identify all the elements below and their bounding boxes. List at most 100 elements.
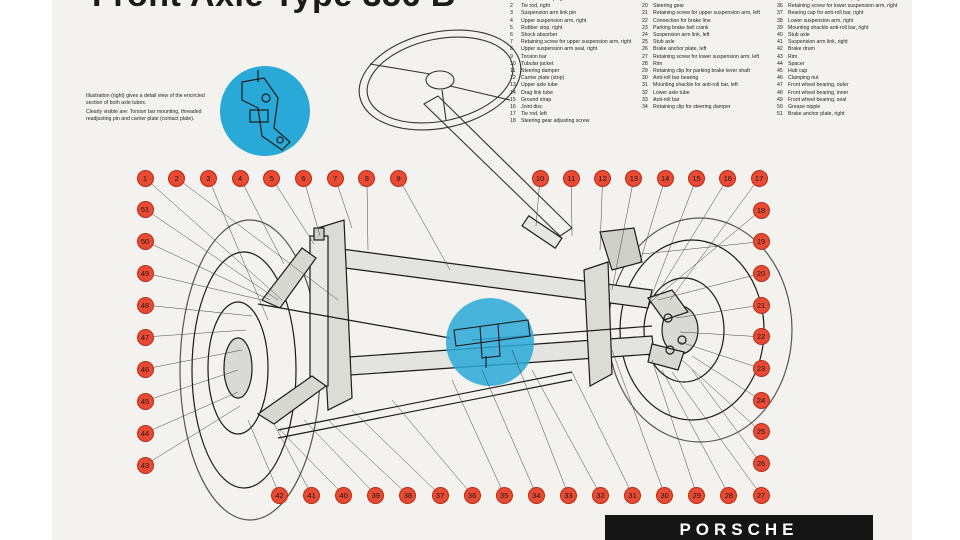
caption-line-2: Clearly visible are: Torsion bar mountin…	[86, 109, 202, 122]
legend-number: 15	[510, 96, 516, 103]
legend-number: 16	[510, 104, 516, 111]
legend-item: 16 Joint disc	[510, 104, 650, 111]
leader-line-6	[303, 177, 321, 237]
callout-44: 44	[136, 424, 154, 442]
leader-line-43	[144, 405, 241, 466]
leader-line-26	[691, 369, 762, 464]
legend-text: Joint disc	[521, 104, 543, 111]
callout-27: 27	[752, 486, 770, 504]
callout-7: 7	[326, 169, 344, 187]
legend-item: 25 Stub axle	[642, 39, 782, 46]
legend-number: 25	[642, 39, 648, 46]
leader-line-37	[351, 409, 441, 496]
legend-item: 23 Parking brake bell crank	[642, 25, 782, 32]
callout-14: 14	[656, 169, 674, 187]
legend-text: Stub axle	[653, 39, 675, 46]
callout-28: 28	[720, 486, 738, 504]
legend-number: 10	[510, 60, 516, 67]
legend-number: 18	[510, 118, 516, 125]
legend-number: 41	[777, 39, 783, 46]
callout-15: 15	[688, 169, 705, 187]
callout-39: 39	[367, 486, 385, 504]
detail-caption: Illustration (right) gives a detail view…	[86, 93, 222, 125]
legend-text: Parking brake bell crank	[653, 24, 709, 31]
callout-45: 45	[136, 392, 154, 410]
leader-line-32	[531, 369, 601, 496]
legend-item: 41 Suspension arm link, right	[777, 39, 912, 46]
legend-text: Retaining screw for lower suspension arm…	[788, 3, 898, 10]
legend-number: 8	[510, 46, 513, 53]
leader-line-38	[327, 419, 409, 496]
legend-number: 2	[510, 3, 513, 10]
leader-line-39	[303, 419, 376, 496]
legend-number: 42	[777, 46, 783, 53]
legend-item: 33 Anti-roll bar	[642, 97, 782, 104]
legend-item: 19 Rubber stop, left	[642, 0, 782, 3]
callout-41: 41	[303, 486, 321, 504]
legend-column-2: 19Rubber stop, left20Steering gear21Reta…	[642, 0, 782, 111]
callout-13: 13	[625, 169, 643, 187]
legend-item: 1Hex. hd. clamping screw	[510, 0, 650, 3]
leader-line-34	[481, 369, 537, 496]
legend-number: 34	[642, 104, 648, 111]
callout-48: 48	[136, 296, 154, 314]
legend-number: 33	[642, 96, 648, 103]
legend-number: 21	[642, 10, 648, 17]
page-title: Front Axle Type 356 B	[92, 0, 456, 15]
legend-number: 39	[777, 24, 783, 31]
legend-number: 1	[510, 0, 513, 3]
legend-text: Clamping nut	[788, 75, 819, 82]
legend-text: Retaining screw for lower suspension arm…	[653, 53, 760, 60]
callout-43: 43	[136, 456, 154, 474]
legend-text: Mounting shackle for anti-roll bar, left	[653, 82, 738, 89]
legend-text: Suspension arm link, right	[788, 39, 848, 46]
callout-33: 33	[559, 486, 577, 504]
leader-line-24	[691, 355, 762, 401]
leader-line-8	[366, 177, 369, 251]
callout-11: 11	[562, 169, 580, 187]
callout-31: 31	[624, 486, 642, 504]
axle-diagram	[144, 29, 793, 521]
legend-text: Retaining screw for upper suspension arm…	[653, 10, 760, 17]
leader-line-1	[144, 177, 283, 301]
callout-51: 51	[136, 200, 154, 218]
callout-25: 25	[752, 423, 770, 441]
steering-wheel	[358, 29, 573, 237]
legend-text: Brake anchor plate, left	[653, 46, 707, 53]
legend-number: 5	[510, 24, 513, 31]
leader-line-27	[671, 371, 762, 496]
legend-text: Anti-roll bar	[653, 96, 680, 103]
legend-item: 21 Retaining screw for upper suspension a…	[642, 10, 782, 17]
legend-number: 43	[777, 53, 783, 60]
legend-number: 23	[642, 24, 648, 31]
legend-number: 7	[510, 39, 513, 46]
legend-text: Rubber stop, left	[653, 0, 691, 2]
legend-text: Drag link tube	[521, 89, 554, 96]
legend-number: 38	[777, 17, 783, 24]
legend-text: Retaining clip for steering damper	[653, 104, 731, 111]
legend-number: 37	[777, 10, 783, 17]
callout-6: 6	[295, 169, 312, 187]
legend-text: Steering gear adjusting screw	[521, 118, 590, 125]
legend-number: 47	[777, 82, 783, 89]
legend-number: 19	[642, 0, 648, 3]
legend-number: 48	[777, 89, 783, 96]
legend-number: 46	[777, 75, 783, 82]
legend-column-1: 1Hex. hd. clamping screw2Tie rod, right3…	[510, 0, 650, 126]
callout-30: 30	[656, 486, 674, 504]
callout-19: 19	[752, 233, 770, 251]
leader-line-46	[144, 349, 243, 370]
